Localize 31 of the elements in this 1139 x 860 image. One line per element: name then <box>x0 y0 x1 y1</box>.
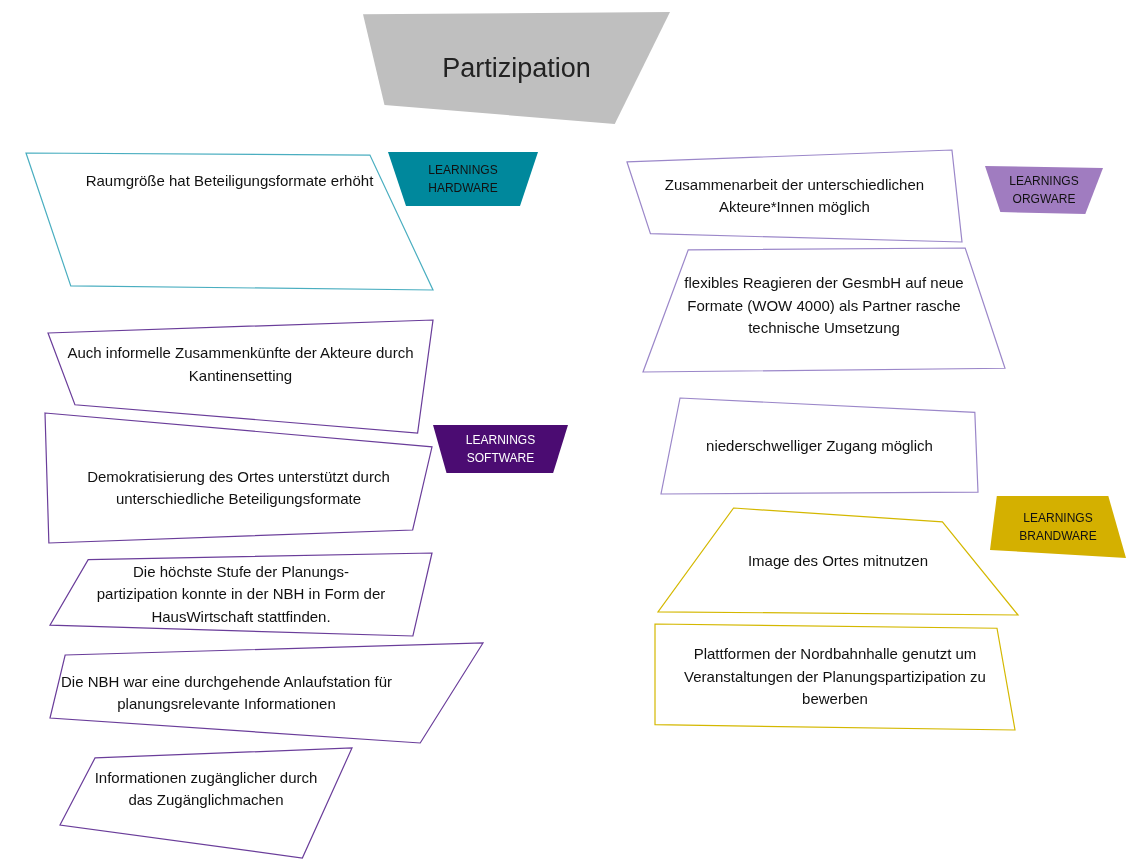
note-text: Zusammenarbeit der unterschiedlichen Akteure*Innen möglich <box>663 174 926 217</box>
note-shape <box>60 748 352 858</box>
note-text: niederschwelliger Zugang möglich <box>706 435 933 456</box>
note-text: Die höchste Stufe der Planungs- partizipation konnte in der NBH in Form der HausWirtschaft stattfinden. <box>95 561 387 627</box>
note-shape <box>50 553 432 636</box>
title-text: Partizipation <box>442 51 591 85</box>
note-shape <box>643 248 1005 372</box>
note-shape <box>661 398 978 494</box>
note-text: Informationen zugänglicher durch das Zugänglichmachen <box>93 767 319 810</box>
note-text: Raumgröße hat Beteiligungsformate erhöht <box>85 171 374 192</box>
note-shape <box>48 320 433 433</box>
note-shape <box>627 150 962 242</box>
category-tag <box>388 152 538 206</box>
note-shape <box>655 624 1015 730</box>
category-tag <box>990 496 1126 558</box>
tag-text: LEARNINGS BRANDWARE <box>1018 510 1098 545</box>
note-text: Demokratisierung des Ortes unterstützt durch unterschiedliche Beteiligungsformate <box>86 466 391 509</box>
note-text: flexibles Reagieren der GesmbH auf neue Formate (WOW 4000) als Partner rasche technische Umsetzung <box>683 273 965 339</box>
category-tag <box>985 166 1103 214</box>
category-tag <box>433 425 568 473</box>
note-text: Image des Ortes mitnutzen <box>747 551 929 572</box>
note-shape <box>658 508 1018 615</box>
note-text: Auch informelle Zusammenkünfte der Akteure durch Kantinensetting <box>66 343 415 386</box>
tag-text: LEARNINGS ORGWARE <box>1008 173 1080 208</box>
title-trapezoid <box>363 12 670 124</box>
note-text: Die NBH war eine durchgehende Anlaufstation für planungsrelevante Informationen <box>59 671 393 714</box>
tag-text: LEARNINGS SOFTWARE <box>464 432 537 467</box>
tag-text: LEARNINGS HARDWARE <box>427 162 499 197</box>
note-text: Plattformen der Nordbahnhalle genutzt um Veranstaltungen der Planungspartizipation zu bewerben <box>683 644 987 710</box>
note-shape <box>45 413 432 543</box>
note-shape <box>50 643 483 743</box>
